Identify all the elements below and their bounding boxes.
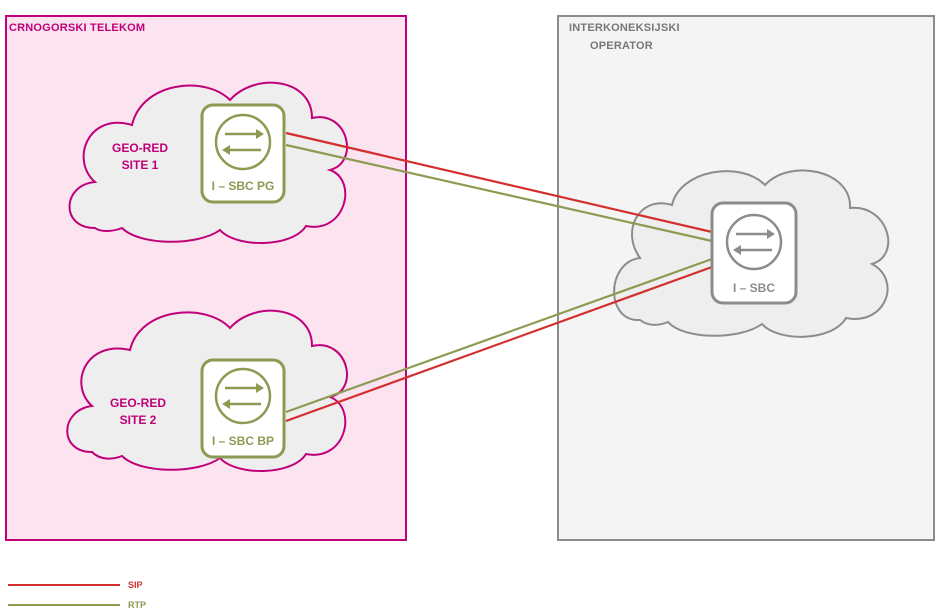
sbc-remote-label: I – SBC [733, 281, 775, 295]
device-sbc-bp: I – SBC BP [200, 358, 286, 459]
sip-line-site2 [285, 265, 713, 423]
interkoneksijski-operator-title-line1: INTERKONEKSIJSKI [569, 22, 680, 34]
site1-label-line2: SITE 1 [122, 158, 159, 172]
site2-label-line1: GEO-RED [110, 396, 166, 410]
site1-label-line1: GEO-RED [112, 141, 168, 155]
device-sbc-pg: I – SBC PG [200, 103, 286, 204]
sip-line-site1 [285, 131, 713, 234]
interkoneksijski-operator-title-line2: OPERATOR [590, 40, 653, 52]
sbc-pg-label: I – SBC PG [212, 179, 275, 193]
legend-sip-label: SIP [128, 580, 143, 590]
rtp-line-site1 [285, 143, 713, 243]
legend-rtp-label: RTP [128, 600, 146, 610]
device-sbc-remote: I – SBC [710, 201, 798, 305]
crnogorski-telekom-title: CRNOGORSKI TELEKOM [9, 22, 146, 34]
arrows-icon [222, 129, 264, 155]
arrows-icon [733, 229, 775, 255]
sbc-bp-label: I – SBC BP [212, 434, 274, 448]
rtp-line-site2 [285, 257, 713, 414]
site2-label-line2: SITE 2 [120, 413, 157, 427]
arrows-icon [222, 383, 264, 409]
